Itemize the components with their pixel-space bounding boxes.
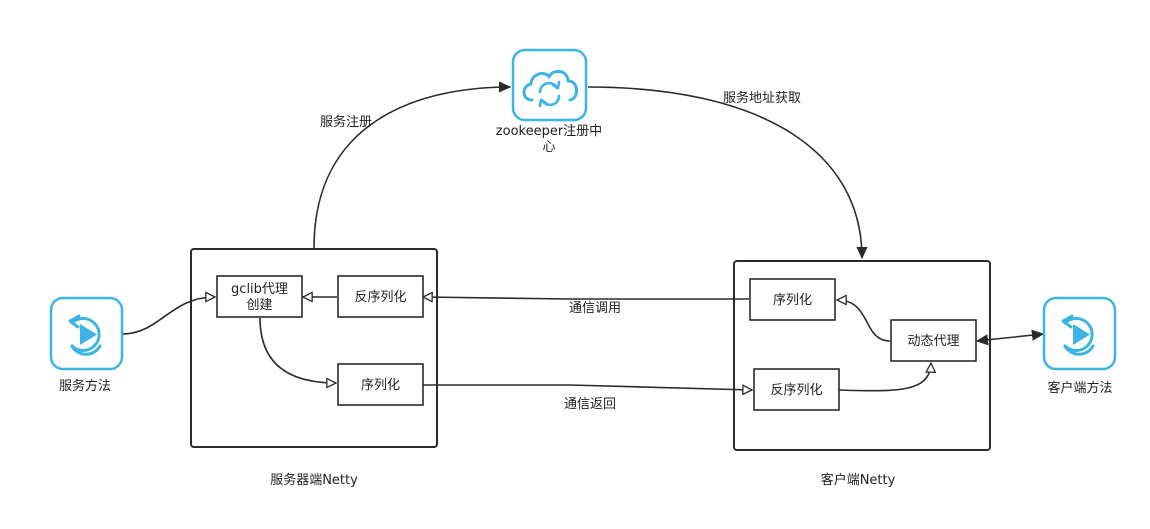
edge-address-fetch [587,86,862,258]
client-serialize-label: 序列化 [773,293,812,308]
server-serialize-box [337,363,424,406]
edge-service-to-gclib [121,297,215,335]
gclib-proxy-box [216,275,303,318]
call-edge-label: 通信调用 [569,301,621,316]
return-edge-label: 通信返回 [564,397,616,412]
client-method-icon [1042,296,1117,371]
edge-register [313,87,510,249]
dynamic-proxy-label: 动态代理 [907,334,959,349]
server-deserialize-label: 反序列化 [354,290,406,305]
zookeeper-label-line1: zookeeper注册中 [496,124,602,139]
register-edge-label: 服务注册 [320,114,372,130]
zookeeper-cloud-icon [511,48,588,122]
client-serialize-box [749,278,836,321]
server-container-label: 服务器端Netty [270,472,358,488]
edge-proxy-client-method [977,334,1043,341]
edge-proxy-to-ser [837,300,891,342]
address-fetch-edge-label: 服务地址获取 [723,90,801,106]
edge-deser-to-proxy [837,363,931,392]
edge-return [423,384,752,390]
edge-call [423,297,749,299]
client-deserialize-label: 反序列化 [770,383,822,398]
server-deserialize-box [337,275,424,318]
edge-gclib-to-ser [259,317,336,383]
service-method-label: 服务方法 [59,378,111,394]
zookeeper-label-line2: 心 [542,140,555,155]
client-method-label: 客户端方法 [1047,380,1112,396]
client-container-label: 客户端Netty [821,472,896,488]
service-method-icon [49,296,124,371]
dynamic-proxy-box [890,319,977,362]
gclib-label-line1: gclib代理 [231,282,288,297]
client-deserialize-box [753,368,840,411]
gclib-label-line2: 创建 [246,298,272,313]
server-serialize-label: 序列化 [361,378,400,393]
